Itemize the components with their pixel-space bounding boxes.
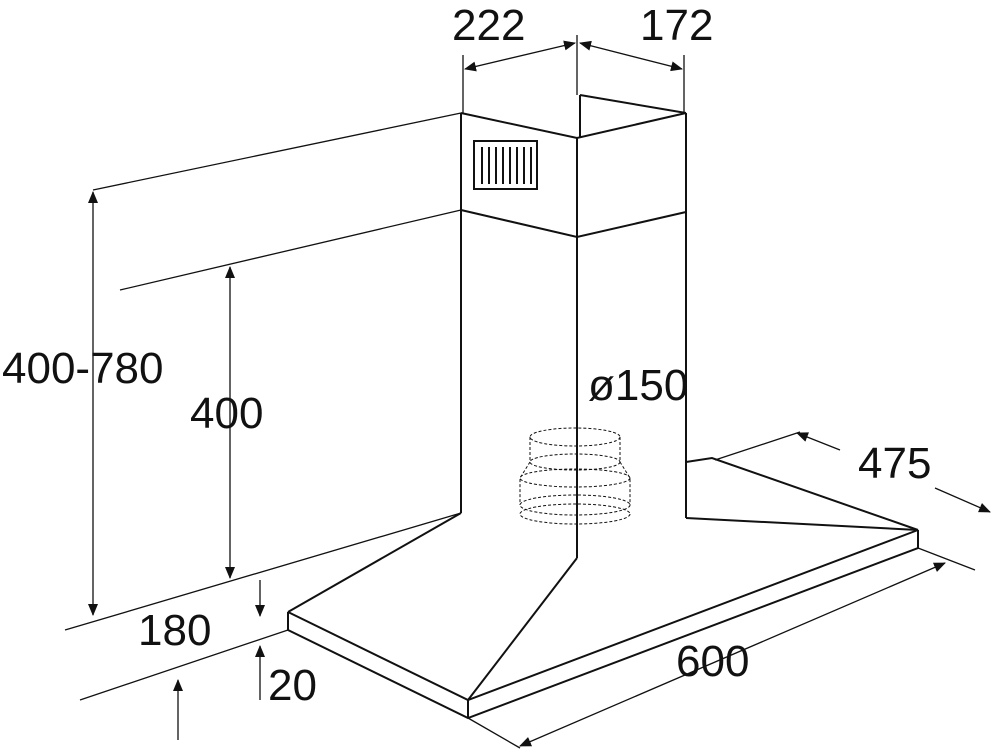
canopy bbox=[287, 456, 919, 720]
chimney-width-label: 222 bbox=[452, 1, 525, 50]
duct-diameter-label: ø150 bbox=[588, 361, 688, 410]
vent-grille-icon bbox=[473, 140, 538, 190]
dimension-arrows bbox=[88, 40, 991, 747]
reference-lines bbox=[64, 35, 976, 749]
hood-width-label: 600 bbox=[676, 637, 749, 686]
total-height-label: 400-780 bbox=[2, 344, 163, 393]
chimney-height-label: 400 bbox=[190, 389, 263, 438]
hood-depth-label: 475 bbox=[858, 439, 931, 488]
chimney-depth-label: 172 bbox=[640, 1, 713, 50]
rim-height-label: 20 bbox=[268, 661, 317, 710]
canopy-height-label: 180 bbox=[138, 606, 211, 655]
duct-adapter bbox=[519, 427, 631, 525]
chimney bbox=[460, 94, 687, 558]
